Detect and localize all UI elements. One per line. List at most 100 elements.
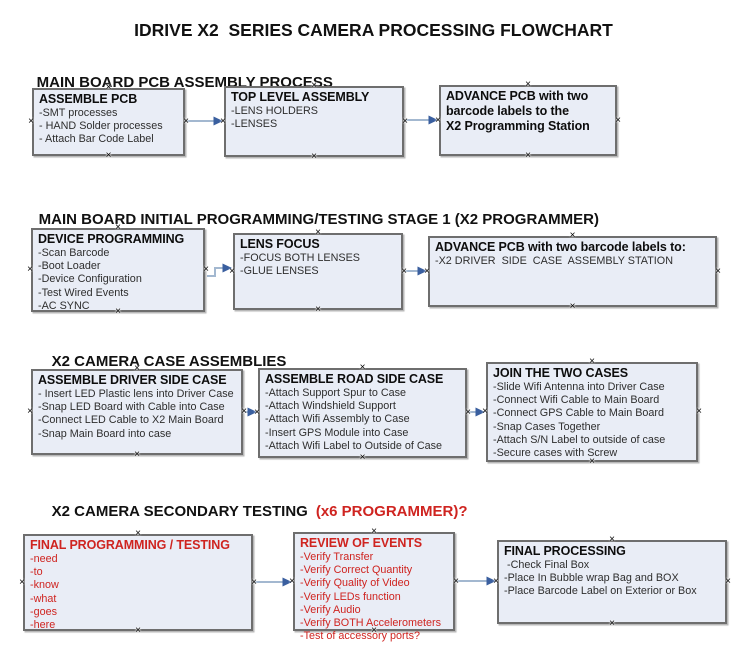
box-items: -FOCUS BOTH LENSES-GLUE LENSES [240,252,398,278]
connection-point-left-icon: × [220,115,226,127]
box-item: -Boot Loader [38,260,101,273]
box-item: -Test of accessory ports? [300,630,421,643]
connection-point-bottom-icon: × [609,618,615,629]
box-item: -Verify BOTH Accelerometers [300,617,441,630]
connection-point-top-icon: × [315,227,321,238]
connection-point-bottom-icon: × [135,625,141,636]
box-item: - Attach Bar Code Label [39,133,154,146]
connection-point-right-icon: × [183,116,189,127]
flowchart-box-review-of-events[interactable]: REVIEW OF EVENTS -Verify Transfer-Verify… [289,527,459,643]
box-items: -Scan Barcode-Boot Loader-Device Configu… [38,247,200,313]
connection-point-bottom-icon: × [371,625,377,636]
box-item: -Check Final Box [504,559,590,571]
box-item: - Insert LED Plastic lens into Driver Ca… [38,388,234,400]
section-heading-secondary-testing: X2 CAMERA SECONDARY TESTING(x6 PROGRAMME… [35,486,468,537]
connection-point-left-icon: × [28,116,34,127]
box-title: LENS FOCUS [240,237,320,251]
flowchart-box-final-programming-testing[interactable]: FINAL PROGRAMMING / TESTING -need-to-kno… [19,529,257,636]
connection-point-bottom-icon: × [359,452,366,463]
box-item: -Verify Transfer [300,551,374,563]
connection-point-left-icon: × [482,406,488,417]
box-item: -FOCUS BOTH LENSES [240,252,360,264]
box-item: -need [30,553,58,565]
connection-point-left-icon: × [254,407,260,418]
box-item: -AC SYNC [38,299,90,312]
flowchart-box-final-processing[interactable]: FINAL PROCESSING -Check Final Box-Place … [493,535,731,629]
box-item: -goes [30,605,58,618]
connection-point-left-icon: × [289,575,295,587]
box-title: FINAL PROCESSING [504,544,626,558]
box-items: -Slide Wifi Antenna into Driver Case-Con… [493,381,693,460]
connection-point-top-icon: × [311,80,317,91]
box-title: DEVICE PROGRAMMING [38,232,185,246]
connection-point-bottom-icon: × [589,456,595,467]
flowchart-box-join-the-two-cases[interactable]: JOIN THE TWO CASES -Slide Wifi Antenna i… [482,357,702,467]
connection-point-bottom-icon: × [311,151,317,162]
box-item: -Snap Cases Together [493,420,601,433]
box-item: -here [30,619,56,632]
box-item: -Place Barcode Label on Exterior or Box [504,585,697,598]
box-title: ADVANCE PCB with two barcode labels to t… [446,89,590,133]
connection-point-top-icon: × [525,79,531,90]
box-item: -Attach Wifi Assembly to Case [265,413,410,426]
connection-point-left-icon: × [27,264,33,275]
flowchart-box-device-programming[interactable]: DEVICE PROGRAMMING -Scan Barcode-Boot Lo… [27,223,209,317]
box-item: -Snap LED Board with Cable into Case [38,401,225,414]
connection-point-bottom-icon: × [569,301,576,312]
box-item: -Place In Bubble wrap Bag and BOX [504,572,679,585]
box-item: -SMT processes [39,107,118,119]
connection-point-bottom-icon: × [315,304,321,315]
box-item: -Verify Correct Quantity [300,564,413,577]
box-title: REVIEW OF EVENTS [300,536,423,550]
connection-point-right-icon: × [203,264,209,275]
flowchart-box-advance-pcb-programming-station[interactable]: ADVANCE PCB with two barcode labels to t… [435,80,621,161]
flowchart-box-assemble-pcb[interactable]: ASSEMBLE PCB -SMT processes- HAND Solder… [28,83,189,161]
connection-point-left-icon: × [19,576,25,588]
box-item: -Connect Wifi Cable to Main Board [493,394,660,407]
section-heading-text: MAIN BOARD INITIAL PROGRAMMING/TESTING S… [38,211,599,228]
box-title: ASSEMBLE PCB [39,92,138,106]
box-item: -Connect GPS Cable to Main Board [493,407,665,420]
box-items: -need-to-know-what-goes-here [30,553,248,632]
box-title: TOP LEVEL ASSEMBLY [231,90,370,104]
flowchart-box-assemble-driver-side-case[interactable]: ASSEMBLE DRIVER SIDE CASE - Insert LED P… [27,364,247,460]
box-title: FINAL PROGRAMMING / TESTING [30,538,230,552]
box-item: -Device Configuration [38,273,142,286]
box-item: -Slide Wifi Antenna into Driver Case [493,381,665,393]
box-items: -SMT processes- HAND Solder processes- A… [39,107,180,147]
box-item: -Attach S/N Label to outside of case [493,433,666,446]
flowchart-box-advance-pcb-driver-side[interactable]: ADVANCE PCB with two barcode labels to: … [424,231,721,312]
connection-point-top-icon: × [134,363,140,374]
box-item: -Verify Quality of Video [300,577,410,590]
box-item: -Attach Windshield Support [265,400,396,413]
connection-point-left-icon: × [424,265,430,277]
connection-point-right-icon: × [251,576,257,588]
connection-point-top-icon: × [105,82,112,93]
connection-point-right-icon: × [696,406,702,417]
connection-point-top-icon: × [135,528,141,539]
connection-point-top-icon: × [589,356,595,367]
box-item: -Attach Support Spur to Case [265,387,407,399]
box-title: JOIN THE TWO CASES [493,366,629,380]
box-item: -what [30,592,57,605]
connection-point-bottom-icon: × [115,306,121,317]
box-item: -Snap Main Board into case [38,427,172,440]
connection-point-right-icon: × [401,265,407,277]
connection-point-bottom-icon: × [525,150,531,161]
section-heading-red-text: (x6 PROGRAMMER)? [315,503,468,520]
box-item: -to [30,566,43,579]
box-item: -LENSES [231,118,278,131]
connection-point-top-icon: × [569,230,576,241]
connection-point-right-icon: × [725,576,731,587]
flowchart-box-assemble-road-side-case[interactable]: ASSEMBLE ROAD SIDE CASE -Attach Support … [254,363,471,463]
box-title: ADVANCE PCB with two barcode labels to: [435,240,686,254]
section-heading-text: X2 CAMERA CASE ASSEMBLIES [51,353,287,370]
flowchart-box-top-level-assembly[interactable]: TOP LEVEL ASSEMBLY -LENS HOLDERS-LENSES … [220,81,408,162]
box-items: -X2 DRIVER SIDE CASE ASSEMBLY STATION [435,255,712,268]
box-item: -Verify LEDs function [300,590,401,603]
section-heading-case-assemblies: X2 CAMERA CASE ASSEMBLIES [35,336,294,387]
connection-point-right-icon: × [241,406,247,417]
flowchart-box-lens-focus[interactable]: LENS FOCUS -FOCUS BOTH LENSES-GLUE LENSE… [229,228,407,315]
connection-point-right-icon: × [465,407,471,418]
box-title: ASSEMBLE DRIVER SIDE CASE [38,373,227,387]
